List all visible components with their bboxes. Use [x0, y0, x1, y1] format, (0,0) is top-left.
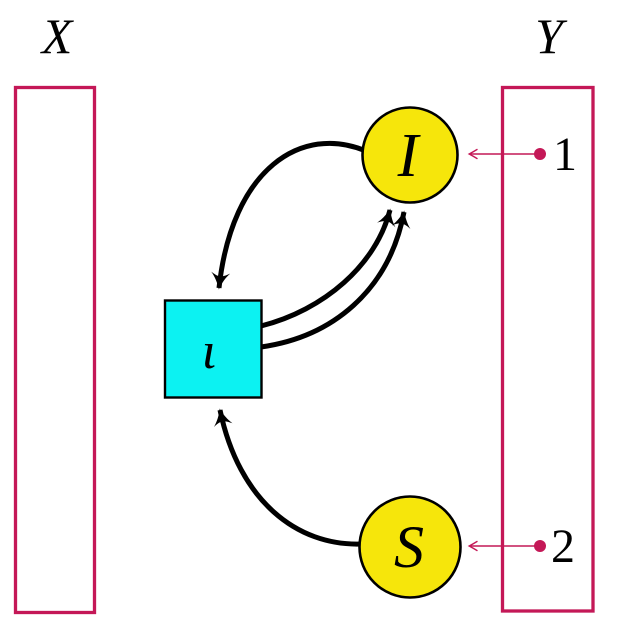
arrow-iota-to-I-upper [260, 208, 396, 329]
node-I-circle [361, 106, 459, 204]
node-iota-square [163, 299, 263, 399]
node-S-circle [358, 495, 462, 599]
set-X-label: X [40, 8, 75, 64]
element-2-dot [534, 540, 546, 552]
arrow-I-to-iota [211, 140, 367, 290]
set-Y-label: Y [535, 8, 568, 64]
set-X-rectangle [13, 85, 97, 615]
element-1-pointer: 1 [467, 128, 577, 181]
element-2-label: 2 [551, 520, 575, 573]
element-1-dot [534, 148, 546, 160]
node-iota-label: ι [202, 323, 216, 380]
element-2-pointer: 2 [467, 520, 575, 573]
arrow-iota-to-I-lower [260, 210, 411, 350]
element-1-label: 1 [553, 128, 577, 181]
node-S-label: S [394, 514, 424, 580]
arrow-S-to-iota [213, 408, 362, 547]
set-Y-rectangle [500, 85, 595, 613]
node-I-label: I [397, 122, 422, 190]
